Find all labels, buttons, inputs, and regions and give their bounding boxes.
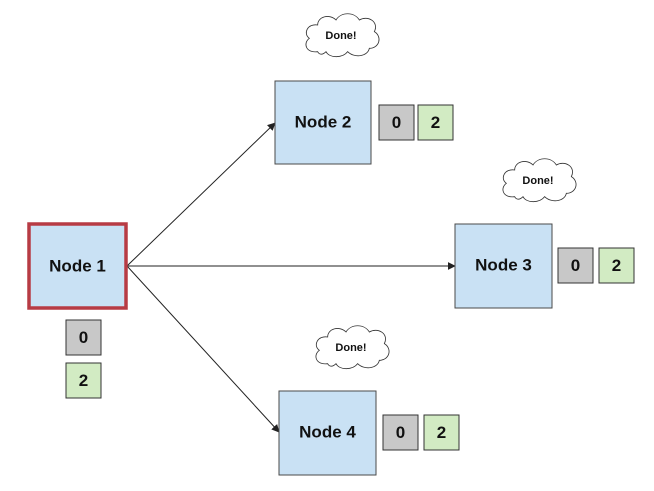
node-3-counter-green: 2	[598, 247, 635, 284]
node-4-counter-green-value: 2	[437, 423, 446, 442]
node-4[interactable]: Done! Node 4 0 2	[278, 325, 460, 476]
node-1-counter-green: 2	[65, 362, 102, 399]
node-1-counter-grey: 0	[65, 319, 102, 356]
node-3-status-text: Done!	[522, 175, 553, 187]
node-3-box[interactable]	[454, 223, 553, 309]
node-2-status-text: Done!	[325, 30, 356, 42]
node-4-box[interactable]	[278, 390, 377, 476]
node-4-status-text: Done!	[335, 342, 366, 354]
node-2[interactable]: Done! Node 2 0 2	[274, 13, 454, 165]
node-4-label: Node 4	[299, 423, 356, 442]
node-1-counter-green-value: 2	[79, 371, 88, 390]
node-4-counter-grey: 0	[382, 414, 419, 451]
node-2-counter-grey: 0	[378, 104, 415, 141]
node-4-counter-green: 2	[423, 414, 460, 451]
node-1[interactable]: Node 1 0 2	[27, 222, 128, 399]
node-1-label: Node 1	[49, 257, 106, 276]
node-2-counter-grey-value: 0	[392, 113, 401, 132]
node-1-box[interactable]	[27, 222, 128, 310]
edge-node1-node2	[126, 122, 276, 267]
edges	[126, 122, 456, 433]
node-1-counter-grey-value: 0	[79, 328, 88, 347]
edge-node1-node4	[126, 265, 280, 433]
node-3-counter-grey-value: 0	[571, 256, 580, 275]
node-3-counter-grey: 0	[557, 247, 594, 284]
node-3-label: Node 3	[475, 256, 532, 275]
node-2-counter-green: 2	[417, 104, 454, 141]
node-2-counter-green-value: 2	[431, 113, 440, 132]
node-3[interactable]: Done! Node 3 0 2	[454, 158, 635, 309]
node-4-counter-grey-value: 0	[396, 423, 405, 442]
node-2-label: Node 2	[295, 113, 352, 132]
node-3-counter-green-value: 2	[612, 256, 621, 275]
node-2-box[interactable]	[274, 80, 372, 165]
